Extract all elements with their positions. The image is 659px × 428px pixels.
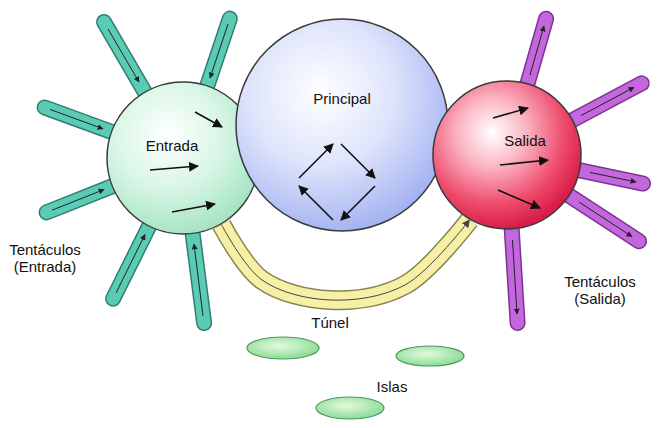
tunnel-label: Túnel: [311, 314, 349, 331]
flow-arrow: [172, 204, 215, 212]
flow-arrow: [530, 26, 544, 75]
flow-arrow: [150, 166, 198, 170]
tunnel-outline: [222, 220, 470, 300]
circle-shape: [107, 82, 259, 234]
flow-arrow: [341, 186, 375, 220]
island-shape: [396, 346, 464, 366]
tentacle-label: Tentáculos (Salida): [550, 273, 650, 307]
input-tentacle: [104, 22, 150, 101]
flow-arrow: [52, 190, 104, 211]
flow-arrow: [50, 109, 103, 128]
tentacle-body: [511, 215, 518, 323]
flow-arrow: [590, 172, 636, 182]
flow-arrow: [513, 240, 518, 314]
tentacle-outline: [511, 215, 518, 323]
circle-shape: [433, 81, 581, 229]
circle-outline: [106, 81, 260, 235]
output-arrows: [493, 108, 548, 208]
flow-arrow: [108, 29, 139, 82]
node-label: Entrada: [146, 137, 199, 154]
tunnel-body: [222, 220, 470, 300]
islands-label: Islas: [377, 378, 408, 395]
tunnel-connector: [222, 220, 470, 300]
main-circle: Principal: [235, 18, 449, 232]
circle-shape: [236, 19, 448, 231]
flow-arrow: [493, 108, 528, 118]
flow-arrow: [498, 190, 540, 208]
output-circle: Salida: [432, 80, 582, 230]
circle-outline: [235, 18, 449, 232]
tentacle-label: Tentáculos (Entrada): [0, 241, 95, 275]
input-circle: Entrada: [106, 81, 260, 235]
island-shape: [247, 337, 319, 359]
flow-arrow: [116, 235, 145, 294]
circle-outline: [432, 80, 582, 230]
flow-arrow: [579, 202, 632, 237]
input-arrows: [150, 112, 222, 212]
islands: [247, 337, 464, 419]
node-label: Salida: [504, 132, 546, 149]
flow-arrow: [341, 144, 375, 178]
flow-arrow: [210, 24, 228, 78]
output-tentacle: [511, 215, 518, 323]
flow-arrow: [500, 160, 548, 165]
flow-arrow: [194, 244, 203, 316]
flow-arrow: [581, 87, 634, 115]
island-shape: [316, 397, 384, 419]
flow-arrow: [299, 144, 333, 178]
tunnel-flow-line: [222, 220, 470, 300]
node-label: Principal: [313, 90, 371, 107]
tentacle-body: [104, 22, 150, 101]
main-cycle-arrows: [299, 144, 375, 220]
flow-arrow: [195, 112, 222, 127]
tentacle-outline: [104, 22, 150, 101]
flow-arrow: [299, 186, 333, 220]
